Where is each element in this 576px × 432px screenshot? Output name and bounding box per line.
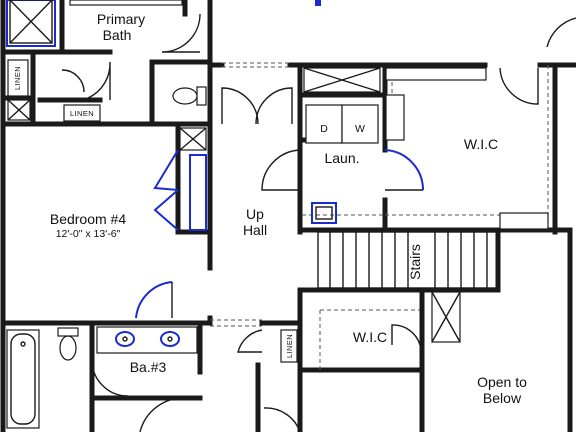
up-hall-label-2: Hall (243, 222, 267, 238)
bathtub (6, 329, 40, 429)
toilet-primary (172, 86, 207, 106)
doors (61, 13, 576, 432)
toilet-bath3 (57, 327, 79, 361)
closet-shelf (179, 127, 207, 231)
linen-shelves (7, 99, 31, 121)
stairs-label: Stairs (407, 244, 423, 280)
vanity-top (69, 0, 183, 6)
up-hall-label-1: Up (246, 206, 264, 222)
open-below-shelf (431, 291, 461, 343)
linen-label-vertical-top: LINEN (13, 66, 22, 90)
wic-shelving (385, 67, 549, 230)
linen-closet-bottom (280, 329, 298, 363)
open-below-label-1: Open to (477, 374, 527, 390)
shower (6, 0, 56, 47)
bedroom4-size: 12'-0" x 13'-6" (56, 228, 121, 240)
linen-labels: LINEN LINEN LINEN (7, 59, 294, 358)
laundry-sink (311, 202, 337, 224)
linen-label-horizontal: LINEN (70, 109, 94, 118)
primary-bath-label-2: Bath (103, 27, 132, 43)
washer-label: W (355, 123, 365, 135)
bedroom4-name: Bedroom #4 (50, 211, 126, 227)
primary-bath-label-1: Primary (97, 11, 145, 27)
washer-dryer: D W (305, 104, 379, 144)
bath3-label: Ba.#3 (130, 359, 167, 375)
laundry-label: Laun. (324, 150, 359, 166)
top-marker (315, 0, 321, 6)
laundry-cabinet (303, 67, 381, 93)
open-below-label-2: Below (483, 390, 522, 406)
linen-label-vertical-bottom: LINEN (285, 334, 294, 358)
wic-lower-label: W.I.C (353, 329, 387, 345)
double-vanity (96, 326, 198, 354)
stairs-treads (317, 231, 499, 289)
wic-upper-label: W.I.C (464, 136, 498, 152)
dryer-label: D (320, 123, 328, 135)
room-labels: Primary Bath Bedroom #4 12'-0" x 13'-6" … (50, 11, 527, 406)
